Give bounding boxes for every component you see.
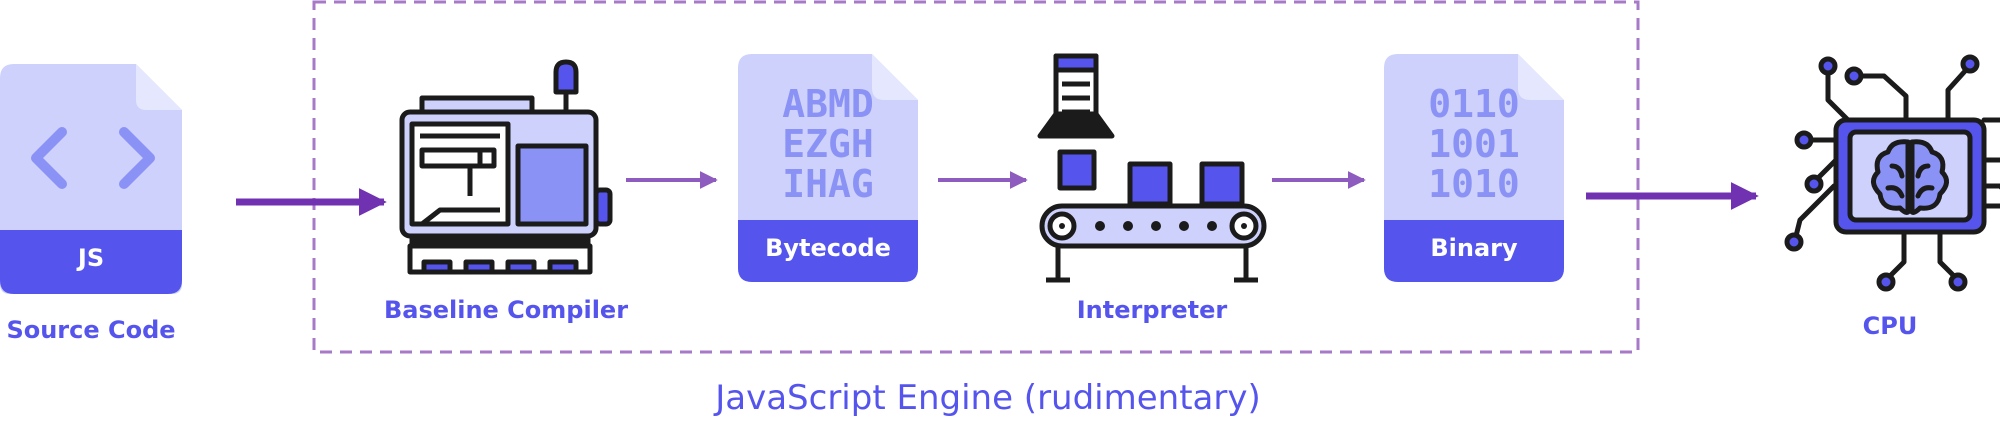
cpu-chip-icon — [1784, 54, 2000, 292]
engine-caption: JavaScript Engine (rudimentary) — [715, 378, 1261, 418]
bytecode-letters: ABMD EZGH IHAG — [782, 82, 874, 206]
source-code-label: Source Code — [6, 316, 176, 344]
source-code-file-icon — [0, 64, 182, 294]
binary-digits: 0110 1001 1010 — [1428, 82, 1520, 206]
code-brackets-icon — [31, 127, 155, 189]
bytecode-file-icon — [738, 54, 918, 282]
baseline-compiler-machine-icon — [399, 59, 613, 275]
engine-boundary — [312, 0, 1640, 354]
interpreter-label: Interpreter — [1076, 296, 1228, 324]
source-badge: JS — [77, 244, 105, 272]
baseline-compiler-label: Baseline Compiler — [383, 296, 629, 324]
binary-badge: Binary — [1430, 234, 1518, 262]
bytecode-badge: Bytecode — [765, 234, 891, 262]
interpreter-conveyor-icon — [1037, 53, 1267, 283]
binary-file-icon — [1384, 54, 1564, 282]
cpu-label: CPU — [1862, 312, 1918, 340]
